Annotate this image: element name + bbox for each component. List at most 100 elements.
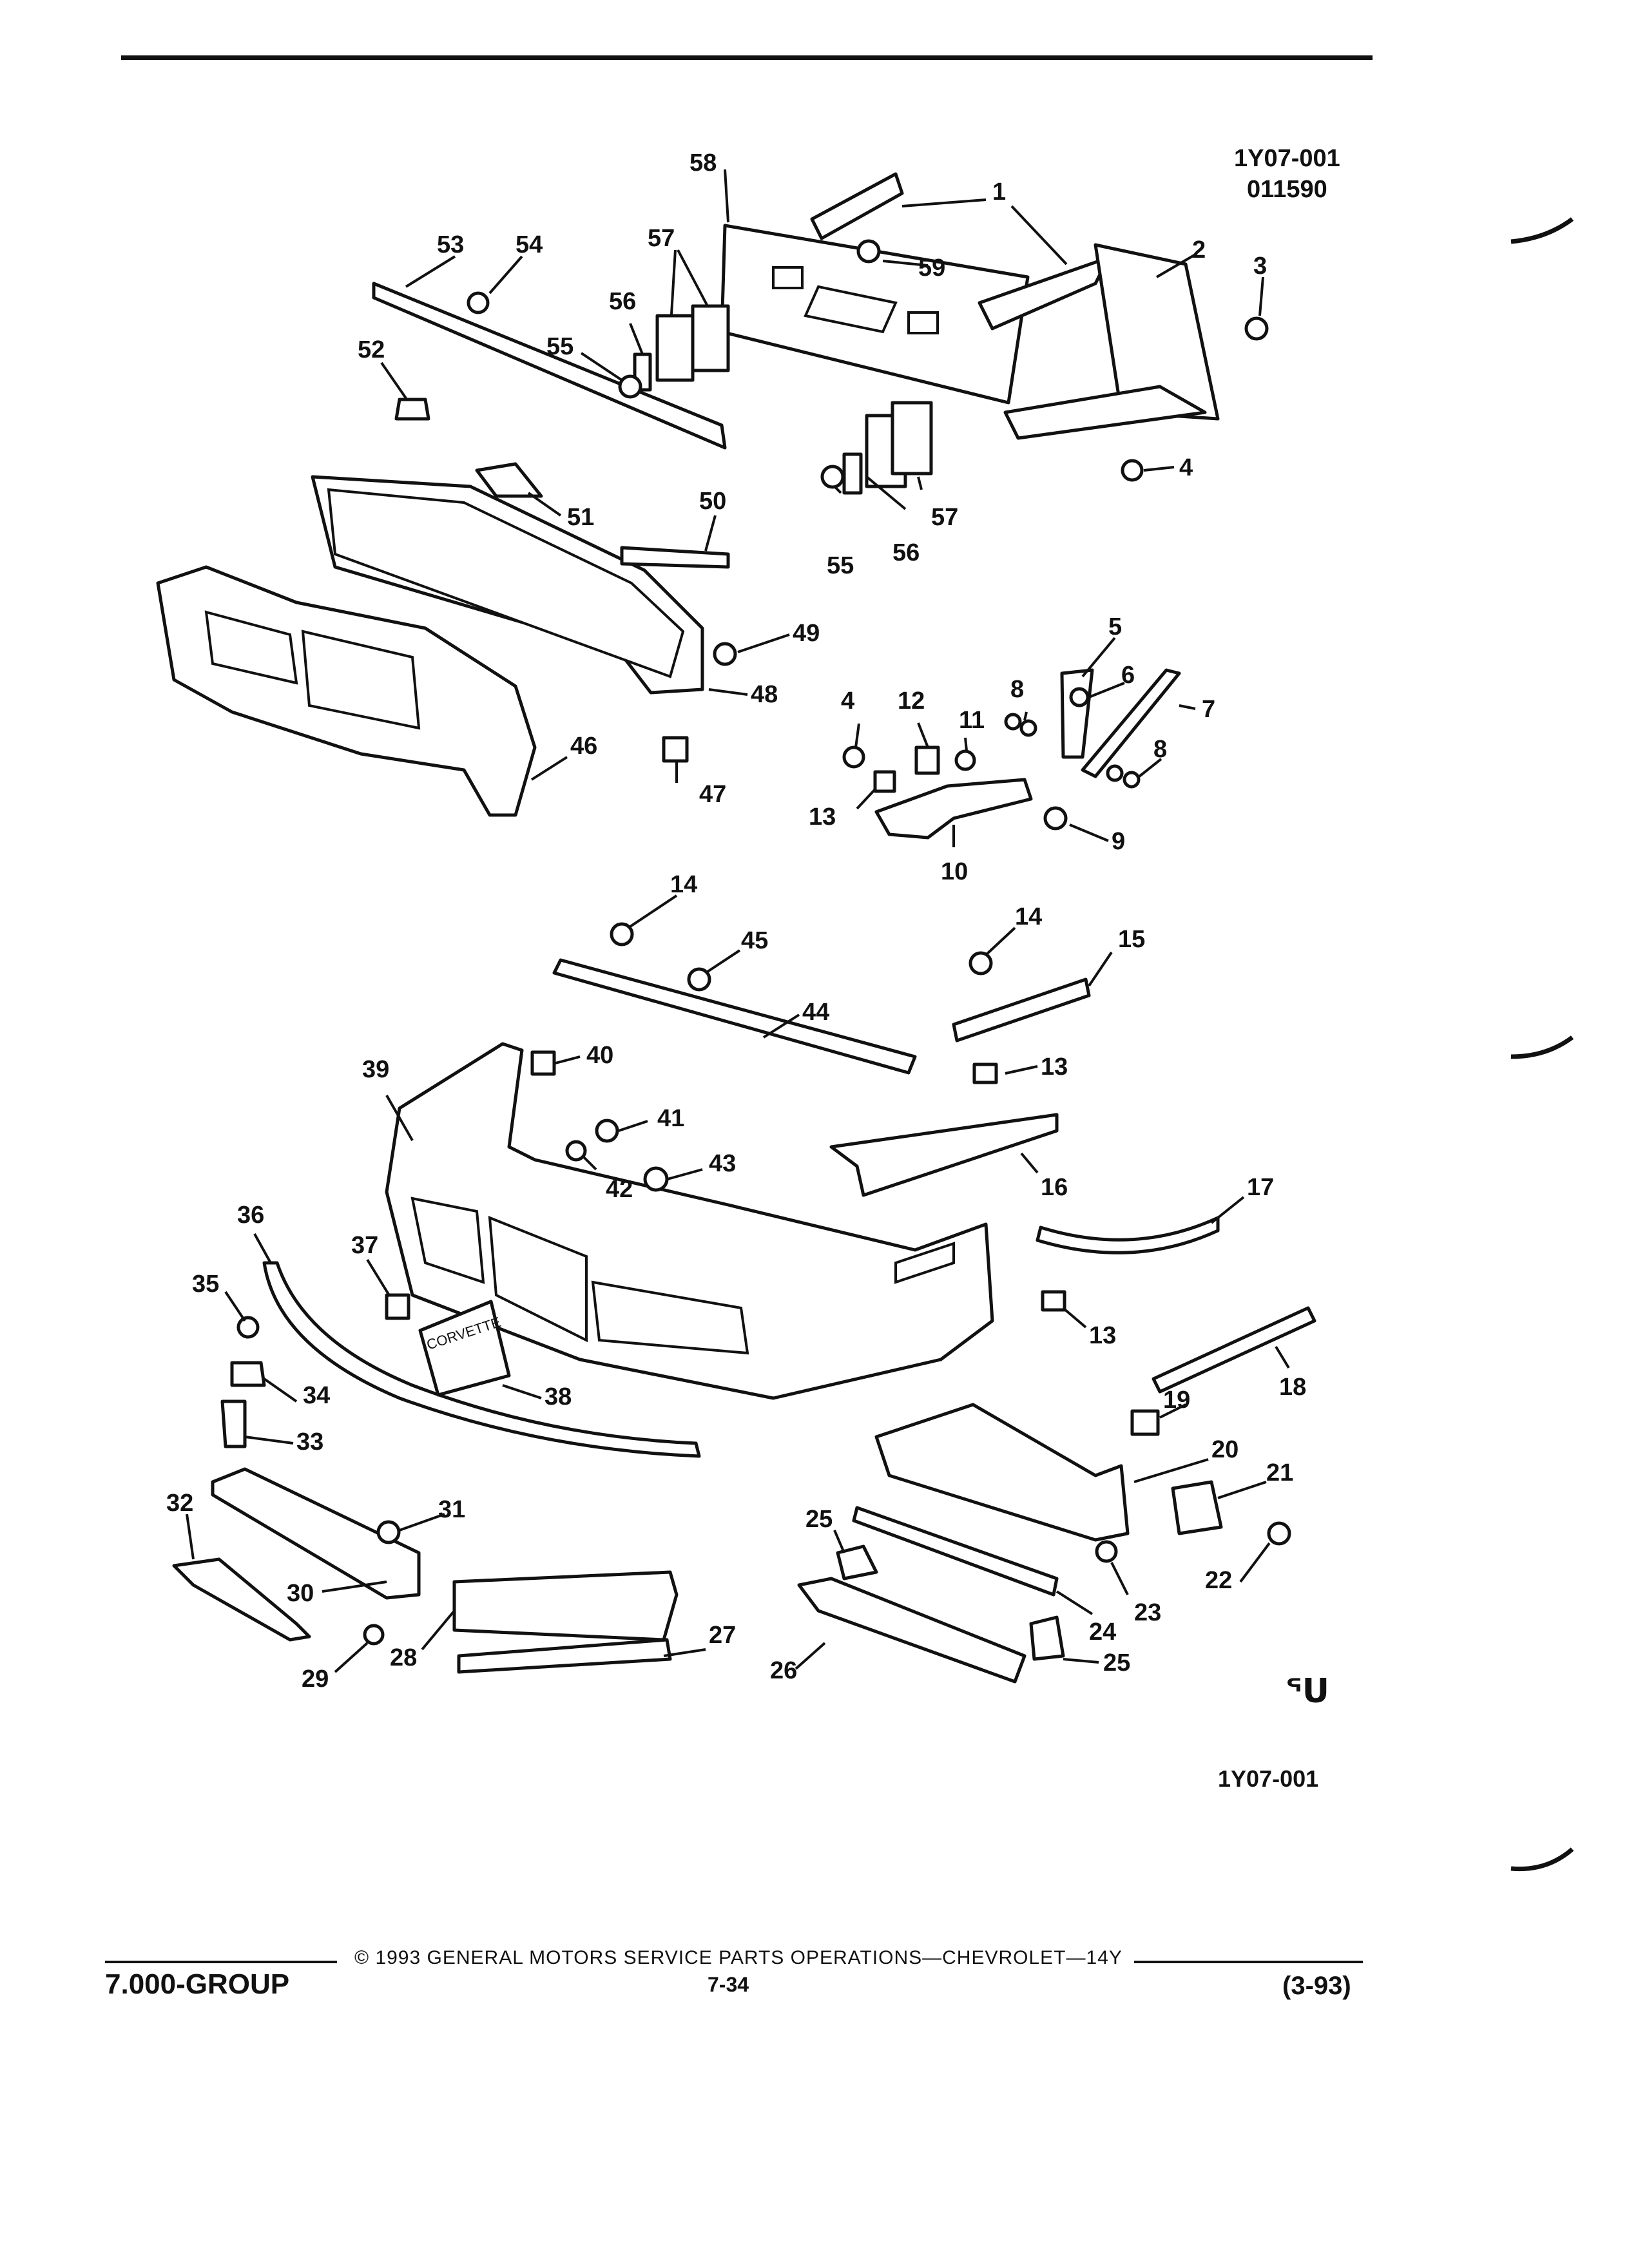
callout-18: 18 — [1279, 1374, 1306, 1401]
clip-40 — [530, 1050, 556, 1076]
support-30 — [211, 1467, 421, 1600]
figure-reference-bottom: 1Y07-001 — [1218, 1765, 1319, 1792]
clip-37 — [385, 1293, 410, 1320]
callout-47: 47 — [699, 781, 726, 808]
brace-5 — [1060, 668, 1094, 759]
nut-31 — [376, 1520, 401, 1544]
clip-12 — [914, 745, 940, 775]
callout-14-left: 14 — [670, 871, 697, 898]
binder-marks — [1510, 217, 1574, 1872]
bolt-23 — [1095, 1540, 1118, 1563]
seal-17 — [1036, 1216, 1220, 1254]
callout-13-c: 13 — [1089, 1322, 1116, 1349]
nut-13-a — [873, 770, 896, 793]
strip-24 — [852, 1506, 1059, 1597]
figure-code: 1Y07-001 — [1234, 145, 1340, 172]
bracket-56-lower — [842, 452, 863, 495]
nuts-8-upper — [1004, 713, 1037, 737]
callout-13-b: 13 — [1041, 1053, 1068, 1081]
shim-set-57-upper — [655, 304, 730, 382]
callout-21: 21 — [1266, 1459, 1293, 1486]
bolt-6 — [1069, 687, 1090, 707]
callout-19: 19 — [1163, 1387, 1190, 1414]
bracket-32 — [172, 1557, 311, 1642]
bracket-15 — [952, 977, 1091, 1043]
callout-57-upper: 57 — [648, 225, 675, 252]
callout-36: 36 — [237, 1202, 264, 1229]
gm-logo: ᕐᑌ — [1286, 1672, 1329, 1711]
air-dam-28 — [452, 1570, 679, 1642]
callout-43: 43 — [709, 1150, 736, 1177]
stud-45 — [687, 967, 711, 992]
figure-date-code: 011590 — [1247, 176, 1327, 203]
callout-45: 45 — [741, 927, 768, 954]
reinforcement-53 — [372, 282, 727, 450]
bolt-4-upper — [1121, 459, 1144, 482]
callout-27: 27 — [709, 1622, 736, 1649]
nuts-8-lower — [1106, 764, 1141, 789]
callout-29: 29 — [302, 1666, 329, 1693]
clip-52 — [394, 398, 430, 421]
callout-39: 39 — [362, 1056, 389, 1083]
top-rule — [121, 55, 1373, 60]
clip-19 — [1130, 1409, 1160, 1436]
callout-37: 37 — [351, 1232, 378, 1259]
license-plate-bracket-38: CORVETTE — [418, 1300, 511, 1397]
callout-40: 40 — [586, 1042, 613, 1069]
bracket-51 — [475, 462, 543, 498]
bolt-49 — [713, 642, 737, 666]
callout-12: 12 — [898, 687, 925, 715]
grille-frame-46 — [156, 565, 537, 817]
callout-8-upper: 8 — [1010, 676, 1024, 703]
bolt-42 — [565, 1140, 587, 1162]
callout-4-upper: 4 — [1179, 454, 1193, 481]
stud-14-right — [969, 951, 993, 975]
bolt-35 — [236, 1316, 260, 1339]
callout-2: 2 — [1192, 236, 1206, 264]
stud-54 — [467, 291, 490, 314]
brace-7 — [1081, 668, 1181, 778]
callout-30: 30 — [287, 1580, 314, 1607]
shim-set-57-lower — [865, 401, 933, 488]
callout-20: 20 — [1211, 1436, 1239, 1463]
callout-17: 17 — [1247, 1174, 1274, 1201]
molding-36 — [262, 1261, 701, 1458]
washer-41 — [595, 1119, 619, 1143]
hinge-bracket-10 — [874, 778, 1033, 840]
bracket-21 — [1171, 1480, 1223, 1535]
bracket-25-lower — [1029, 1615, 1065, 1661]
callout-25-lower: 25 — [1103, 1649, 1130, 1677]
callout-49: 49 — [793, 620, 820, 647]
footer-group: 7.000-GROUP — [105, 1968, 290, 2000]
callout-15: 15 — [1118, 926, 1145, 953]
bolt-3 — [1244, 316, 1269, 341]
callout-35: 35 — [192, 1271, 219, 1298]
front-frame-assembly — [720, 172, 1220, 440]
front-bumper-fascia-39 — [385, 1042, 994, 1400]
figure-reference-top: 1Y07-001 011590 — [1234, 143, 1340, 205]
air-deflector-48 — [311, 475, 704, 695]
washer-55-upper — [618, 374, 642, 399]
callout-1: 1 — [992, 178, 1006, 206]
callout-52: 52 — [358, 336, 385, 363]
callout-54: 54 — [516, 231, 543, 258]
callout-32: 32 — [166, 1490, 193, 1517]
callout-59: 59 — [918, 255, 945, 282]
footer-rule-right — [1134, 1961, 1363, 1963]
callout-8-lower: 8 — [1153, 736, 1167, 763]
callout-4-lower: 4 — [841, 687, 854, 715]
callout-53: 53 — [437, 231, 464, 258]
callout-56-lower: 56 — [892, 539, 920, 566]
callout-44: 44 — [802, 999, 829, 1026]
callout-16: 16 — [1041, 1174, 1068, 1201]
callout-42: 42 — [606, 1176, 633, 1203]
callout-50: 50 — [699, 488, 726, 515]
bolt-59 — [856, 239, 881, 264]
leader-lines — [186, 169, 1290, 1673]
footer-date: (3-93) — [1282, 1972, 1351, 2000]
callout-55-upper: 55 — [546, 333, 574, 360]
bolt-29 — [363, 1624, 385, 1646]
callout-51: 51 — [567, 504, 594, 531]
panel-20 — [874, 1403, 1130, 1542]
